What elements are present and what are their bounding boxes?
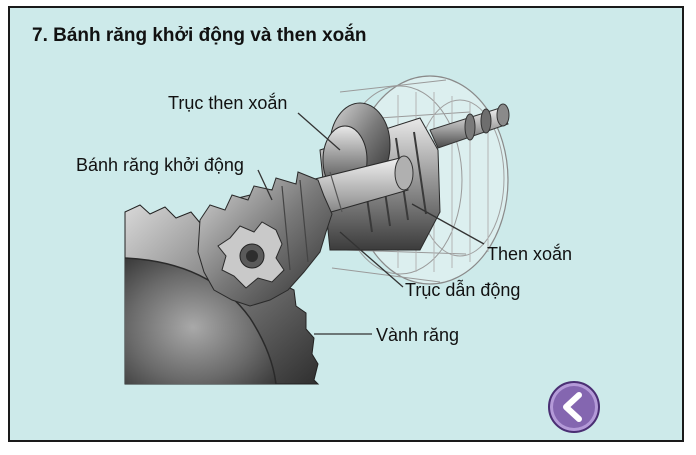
label-truc-dan-dong: Trục dẫn động	[405, 279, 520, 300]
label-banh-rang-khoi-dong: Bánh răng khởi động	[76, 155, 244, 175]
starter-pinion-gear	[198, 172, 332, 306]
chevron-left-icon	[550, 383, 598, 431]
label-then-xoan: Then xoắn	[487, 243, 572, 264]
label-truc-then-xoan: Trục then xoắn	[168, 92, 287, 113]
label-vanh-rang: Vành răng	[376, 325, 459, 345]
back-button[interactable]	[548, 381, 600, 433]
